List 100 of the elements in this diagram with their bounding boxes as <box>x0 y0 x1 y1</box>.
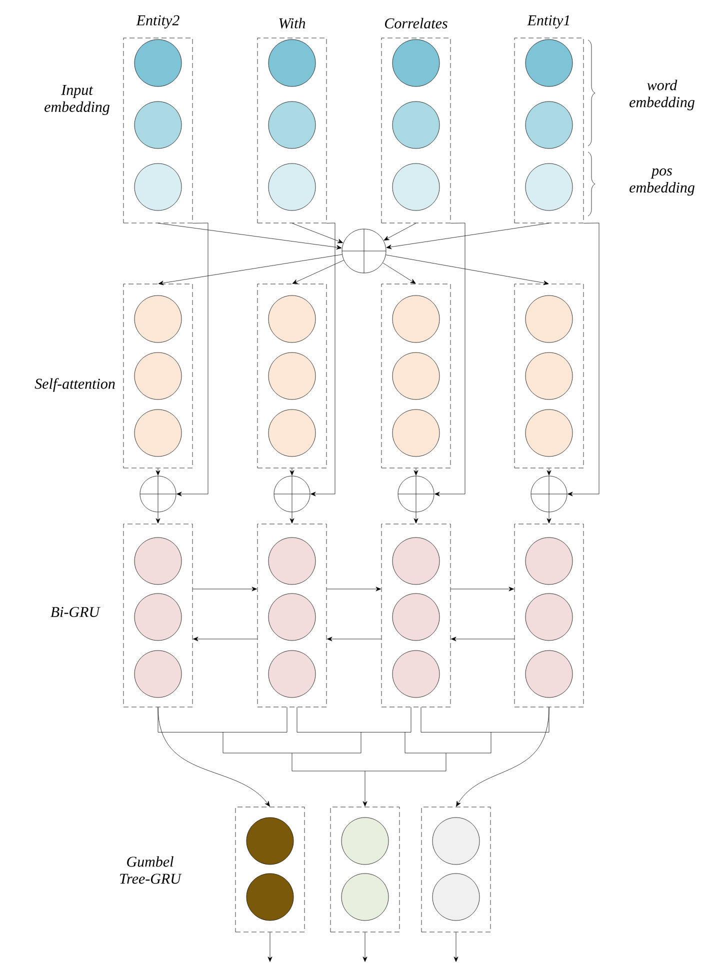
arrow <box>268 932 272 962</box>
vector-box <box>257 284 327 468</box>
neuron-circle <box>246 817 294 865</box>
arrow <box>568 222 600 496</box>
arrow <box>156 512 160 524</box>
neuron-circle <box>392 352 440 400</box>
neuron-circle <box>525 101 573 149</box>
neuron-circle <box>268 593 316 641</box>
neuron-circle <box>392 39 440 87</box>
neuron-circle <box>134 537 182 585</box>
neuron-circle <box>268 409 316 457</box>
sum-symbol <box>274 476 310 512</box>
arrow <box>451 636 514 642</box>
layer-label: word embedding <box>630 80 694 110</box>
vector-box <box>514 284 584 468</box>
word-label: Entity2 <box>136 15 180 28</box>
vector-box <box>514 38 584 224</box>
word-label: Correlates <box>385 18 448 28</box>
sum-symbol <box>140 476 176 512</box>
neuron-circle <box>268 163 316 211</box>
arrow <box>362 932 368 962</box>
vector-box <box>123 284 193 468</box>
neuron-circle <box>268 537 316 585</box>
sum-symbol <box>530 476 568 512</box>
vector-box <box>257 38 327 224</box>
neuron-circle <box>525 39 573 87</box>
arrow <box>414 512 418 524</box>
neuron-circle <box>134 593 182 641</box>
arrow <box>414 468 418 476</box>
neuron-circle <box>392 101 440 149</box>
vector-box <box>257 524 327 708</box>
layer-label: Bi-GRU <box>50 606 100 618</box>
neuron-circle <box>134 101 182 149</box>
arrow <box>193 636 258 642</box>
vector-box <box>514 524 584 708</box>
arrow <box>290 512 294 524</box>
arrow <box>158 223 342 250</box>
neuron-circle <box>525 352 573 400</box>
neuron-circle <box>341 873 389 921</box>
tree-connector <box>158 707 550 806</box>
neuron-circle <box>525 537 573 585</box>
neuron-circle <box>432 817 480 865</box>
neuron-circle <box>525 409 573 457</box>
arrow <box>326 586 381 592</box>
neuron-circle <box>392 650 440 698</box>
arrow <box>192 586 257 592</box>
neuron-circle <box>341 817 389 865</box>
neuron-circle <box>392 295 440 343</box>
neuron-circle <box>432 873 480 921</box>
vector-box <box>381 524 451 708</box>
neuron-circle <box>134 352 182 400</box>
neuron-circle <box>246 873 294 921</box>
arrow <box>290 468 294 476</box>
layer-label: Gumbel Tree-GRU <box>120 856 182 884</box>
neuron-circle <box>525 163 573 211</box>
vector-box <box>235 806 305 932</box>
neuron-circle <box>525 593 573 641</box>
sum-symbol <box>342 228 386 274</box>
neuron-circle <box>392 163 440 211</box>
neuron-circle <box>134 295 182 343</box>
arrow <box>450 586 514 592</box>
arrow <box>158 254 342 286</box>
neuron-circle <box>268 101 316 149</box>
arrow <box>546 512 552 524</box>
vector-box <box>123 524 193 708</box>
neuron-circle <box>268 39 316 87</box>
neuron-circle <box>392 409 440 457</box>
arrow <box>176 222 208 496</box>
vector-box <box>123 38 193 224</box>
word-label: With <box>279 18 306 28</box>
neuron-circle <box>134 39 182 87</box>
vector-box <box>381 38 451 224</box>
vector-box <box>330 806 400 932</box>
layer-label: pos embedding <box>630 168 694 196</box>
arrow <box>310 222 336 496</box>
arrow <box>292 260 344 284</box>
arrow <box>454 932 458 962</box>
neuron-circle <box>268 295 316 343</box>
neuron-circle <box>392 593 440 641</box>
sum-symbol <box>398 476 434 512</box>
arrow <box>386 254 549 286</box>
arrow <box>384 223 416 240</box>
arrow <box>434 222 466 496</box>
layer-label: Input embedding <box>44 85 110 116</box>
vector-box <box>421 806 491 932</box>
neuron-circle <box>392 537 440 585</box>
word-label: Entity1 <box>527 15 570 28</box>
arrow <box>546 468 552 476</box>
neuron-circle <box>134 163 182 211</box>
vector-box <box>381 284 451 468</box>
arrow <box>327 636 382 642</box>
neuron-circle <box>525 295 573 343</box>
layer-label: Self-attention <box>34 378 115 392</box>
arrow <box>292 223 344 244</box>
arrow <box>156 468 160 476</box>
arrow <box>386 223 550 250</box>
arrow <box>382 262 416 284</box>
neuron-circle <box>134 409 182 457</box>
neuron-circle <box>134 650 182 698</box>
neuron-circle <box>525 650 573 698</box>
